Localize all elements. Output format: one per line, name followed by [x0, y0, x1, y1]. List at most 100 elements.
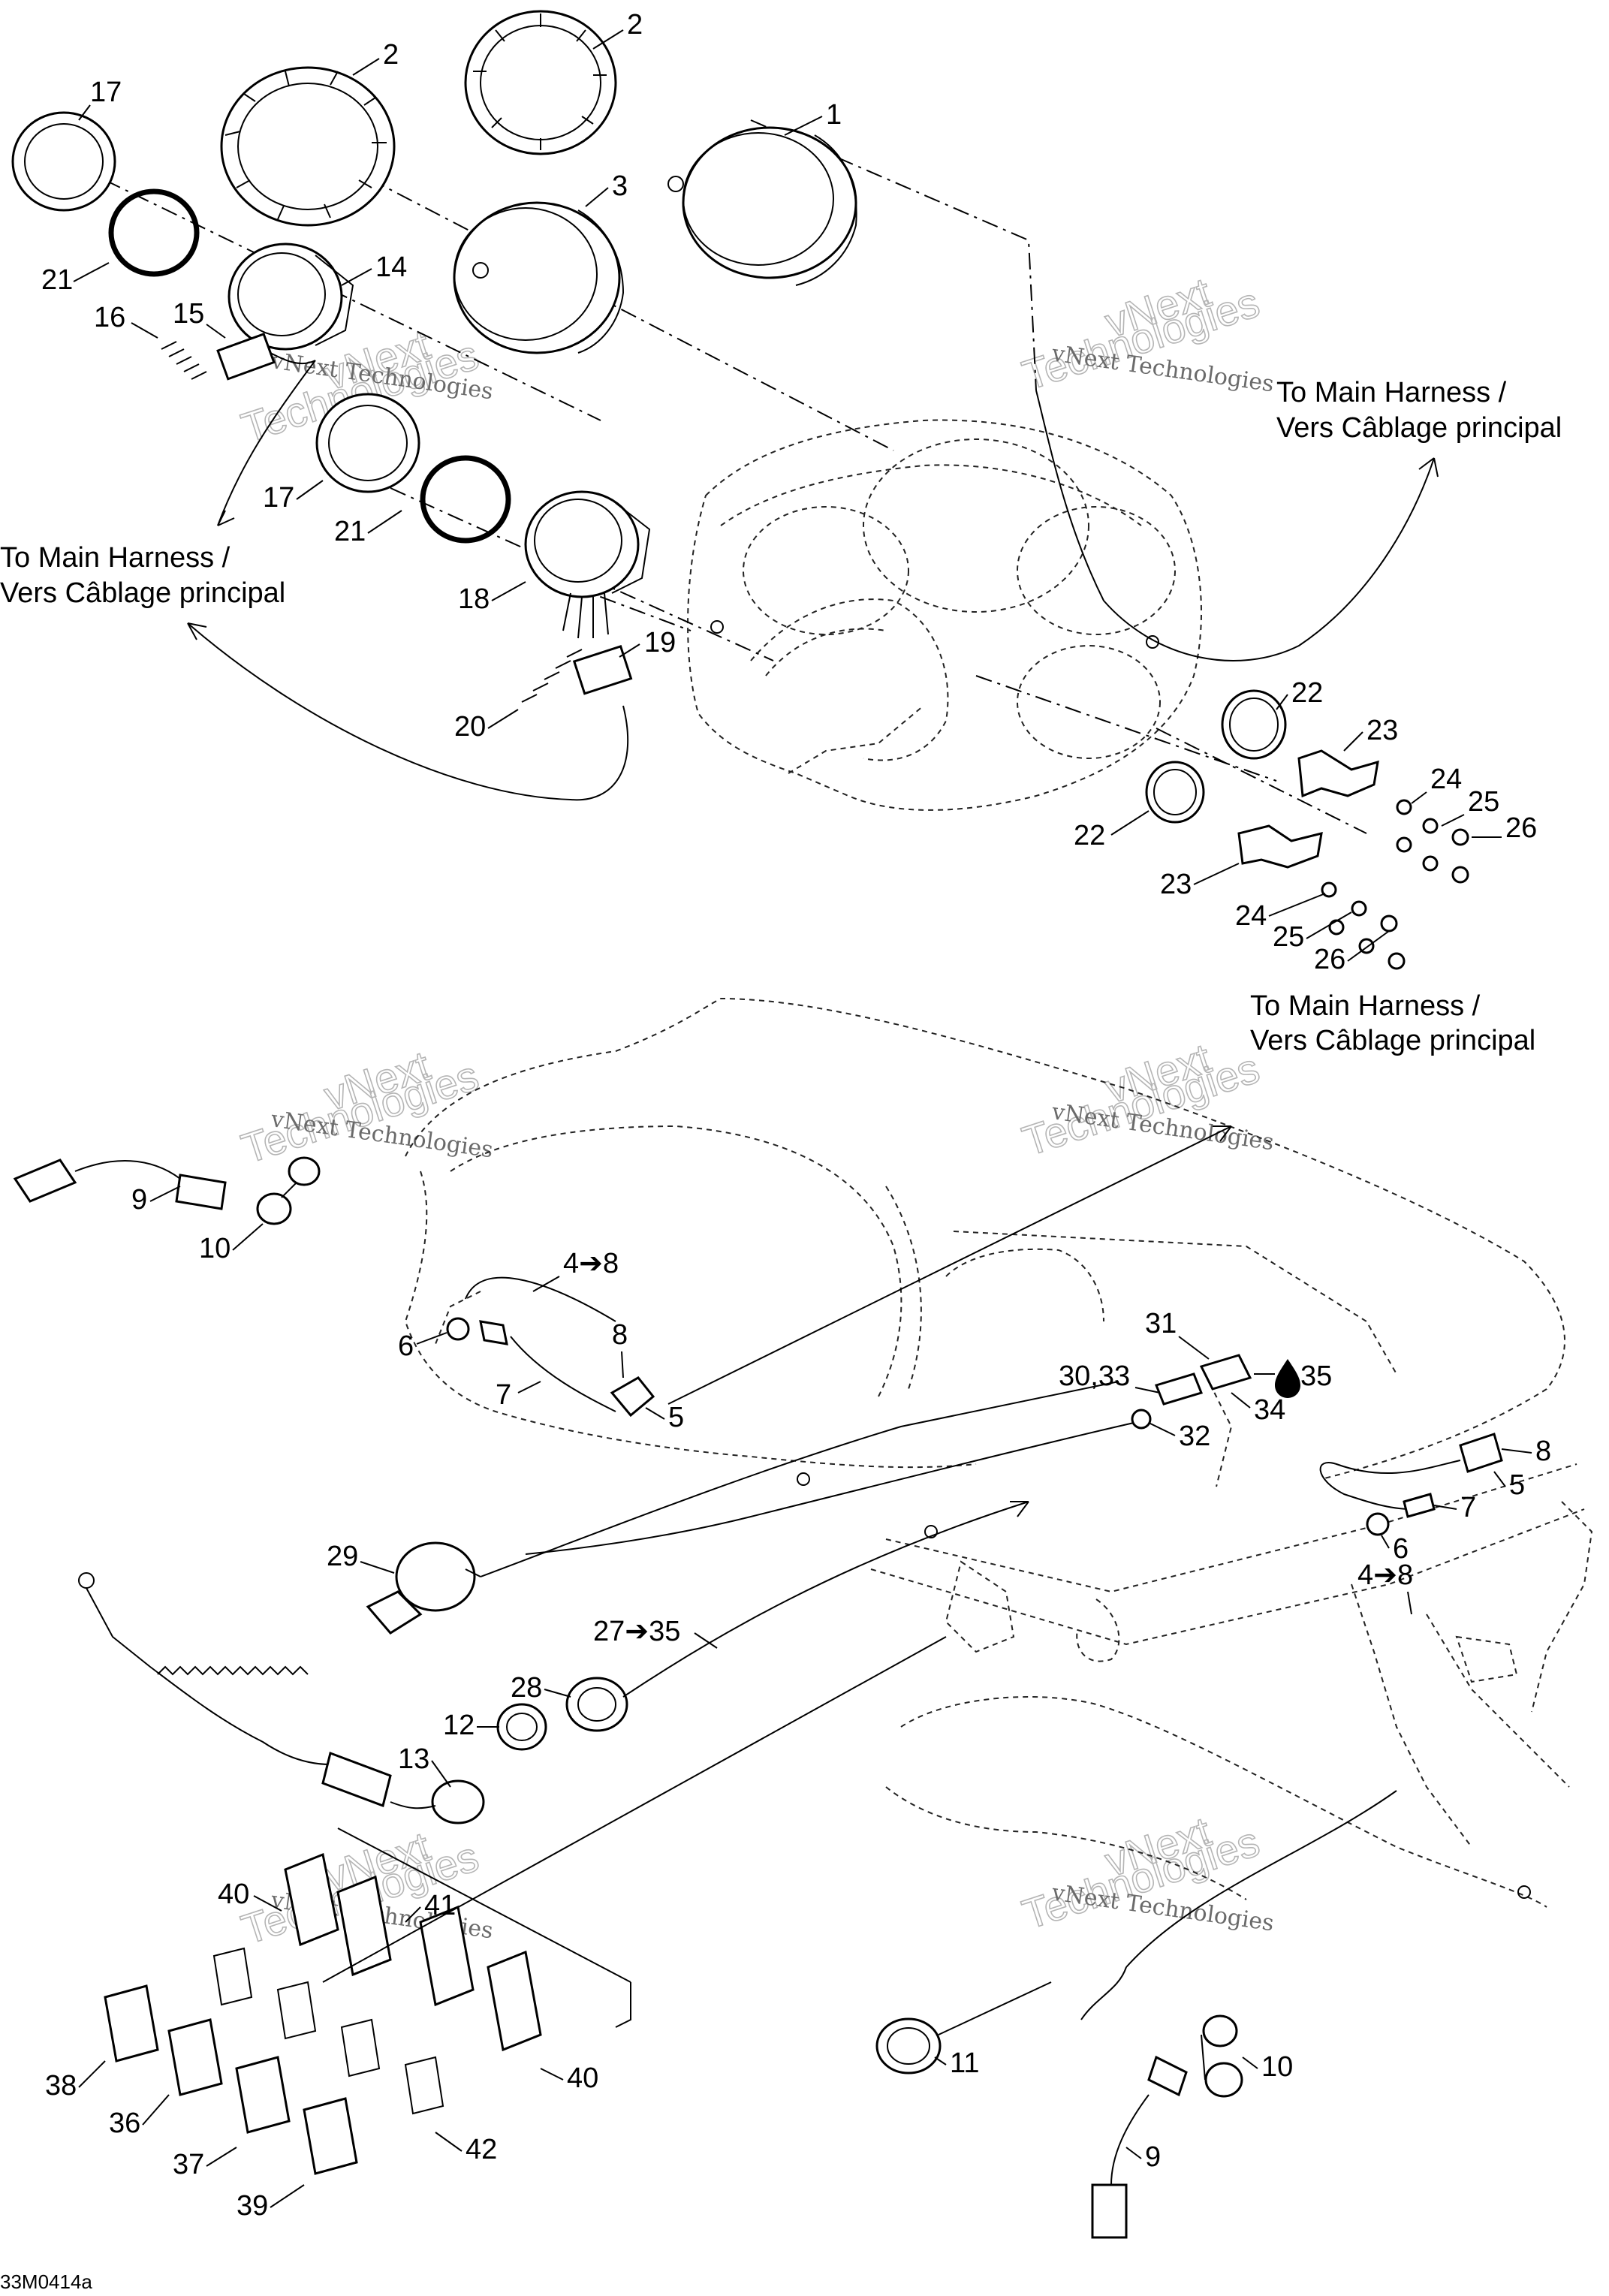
callout-35: 35 [1300, 1360, 1332, 1392]
callout-42: 42 [466, 2134, 497, 2165]
callout-19: 19 [644, 627, 676, 658]
watermark: vNext Technologies vNext Technologies [1016, 1033, 1275, 1165]
harness-note: To Main Harness / Vers Câblage principal [0, 542, 285, 609]
callout-1: 1 [826, 99, 842, 131]
oil-drop-icon [1275, 1359, 1300, 1398]
switch-panel [104, 1827, 631, 2175]
callout-37: 37 [173, 2149, 204, 2180]
watermark: vNext Technologies vNext Technologies [235, 1041, 494, 1173]
bezel-ring [220, 66, 396, 227]
watermarks: vNext Technologies vNext Technologies vN… [235, 267, 1275, 1954]
watermark: vNext Technologies vNext Technologies [235, 320, 494, 452]
small-gauge [524, 490, 651, 639]
callout-24: 24 [1430, 764, 1462, 795]
harness-note: To Main Harness / Vers Câblage principal [1250, 990, 1535, 1056]
accessory-cap [256, 1156, 321, 1225]
svg-text:To Main Harness /: To Main Harness / [1250, 990, 1481, 1022]
figure-code: 33M0414a [0, 2270, 92, 2293]
sensor-assembly [446, 1276, 655, 1418]
o-ring [108, 188, 200, 277]
callout-7: 7 [1460, 1492, 1476, 1523]
callout-11: 11 [950, 2047, 979, 2079]
bezel-ring [464, 10, 617, 155]
callout-39: 39 [237, 2190, 268, 2222]
pressure-sensor [525, 1354, 1252, 1555]
callout-20: 20 [454, 711, 486, 743]
leader-lines [322, 1125, 1397, 2020]
callout-25: 25 [1468, 786, 1499, 818]
svg-text:Vers Câblage principal: Vers Câblage principal [1250, 1025, 1535, 1056]
callout-21: 21 [334, 516, 366, 547]
callout-2: 2 [383, 39, 399, 71]
callout-8: 8 [1535, 1436, 1551, 1467]
watermark: vNext Technologies vNext Technologies [1016, 1806, 1275, 1939]
callout-18: 18 [458, 583, 490, 615]
callout-28: 28 [511, 1672, 542, 1704]
callout-17: 17 [90, 77, 122, 108]
gauge-speedometer [667, 126, 857, 286]
callout-26: 26 [1505, 812, 1537, 844]
callout-8: 8 [612, 1319, 628, 1351]
connector [572, 644, 633, 695]
svg-text:To Main Harness /: To Main Harness / [0, 542, 231, 574]
callout-15: 15 [173, 298, 204, 330]
svg-text:To Main Harness /: To Main Harness / [1276, 377, 1507, 408]
callout-2: 2 [627, 9, 643, 41]
mounting-bracket [1297, 749, 1379, 798]
callout-7: 7 [496, 1379, 511, 1411]
callout-4-8: 4➔8 [563, 1248, 619, 1279]
callout-17: 17 [263, 482, 294, 514]
harness-note: To Main Harness / Vers Câblage principal [1276, 377, 1562, 444]
callout-14: 14 [375, 252, 407, 283]
lock-nut [496, 1703, 547, 1751]
callout-24: 24 [1235, 900, 1267, 932]
callout-4-8: 4➔8 [1357, 1559, 1413, 1591]
callout-34: 34 [1254, 1394, 1285, 1426]
svg-text:Vers Câblage principal: Vers Câblage principal [0, 577, 285, 609]
terminal-pins [521, 649, 583, 703]
mounting-bracket [1237, 824, 1323, 869]
callout-22: 22 [1291, 677, 1323, 709]
callout-23: 23 [1160, 869, 1192, 900]
callout-22: 22 [1074, 820, 1105, 851]
small-bezel-ring [315, 393, 420, 493]
callout-27-35: 27➔35 [593, 1616, 680, 1647]
callout-31: 31 [1145, 1308, 1177, 1339]
gauge-tachometer [453, 201, 625, 354]
svg-text:Vers Câblage principal: Vers Câblage principal [1276, 412, 1562, 444]
small-gauge [227, 243, 354, 351]
console-body [404, 997, 1593, 1908]
callout-29: 29 [327, 1541, 358, 1572]
callout-25: 25 [1273, 921, 1304, 953]
callout-32: 32 [1179, 1421, 1210, 1452]
safety-lanyard [78, 1572, 485, 1824]
callout-21: 21 [41, 264, 73, 296]
callouts-lower: 9 10 4➔8 6 8 7 5 31 30,33 35 34 32 8 5 7… [45, 1184, 1551, 2222]
callout-5: 5 [1509, 1469, 1525, 1501]
callout-16: 16 [94, 302, 125, 333]
callout-40: 40 [567, 2062, 598, 2094]
callout-38: 38 [45, 2070, 77, 2102]
gasket-ring [1221, 689, 1287, 760]
callout-12: 12 [443, 1710, 475, 1741]
callout-23: 23 [1366, 715, 1398, 746]
accessory-harness [1091, 2055, 1188, 2239]
sensor-assembly [1319, 1433, 1503, 1536]
callout-9: 9 [131, 1184, 147, 1216]
gauge-cluster-housing [687, 419, 1202, 811]
callout-30-33: 30,33 [1059, 1360, 1130, 1392]
callout-26: 26 [1314, 944, 1345, 975]
harness-routing [187, 360, 1439, 801]
callout-6: 6 [398, 1330, 414, 1362]
callout-13: 13 [398, 1743, 429, 1775]
connector [216, 332, 316, 381]
small-bezel-ring [11, 111, 116, 212]
callout-5: 5 [668, 1402, 684, 1433]
washers-and-nuts [1321, 799, 1469, 970]
callout-10: 10 [199, 1233, 231, 1264]
callout-40: 40 [218, 1879, 249, 1910]
key-post [565, 1501, 1029, 1732]
callout-6: 6 [1393, 1533, 1409, 1565]
o-ring [420, 455, 511, 544]
